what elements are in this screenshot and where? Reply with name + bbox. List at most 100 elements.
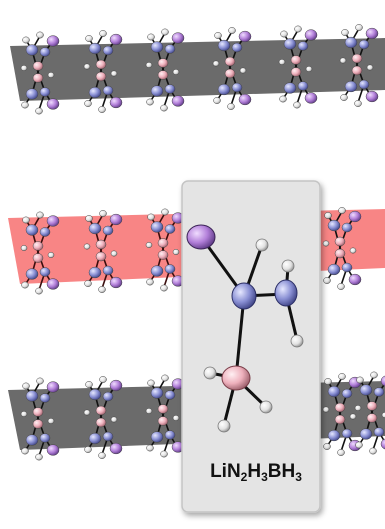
boron-atom — [366, 401, 378, 411]
nitrogen-atom — [341, 428, 353, 439]
hydrogen-atom — [290, 334, 304, 348]
nitrogen-atom — [327, 219, 341, 232]
hydrogen-atom — [370, 371, 378, 379]
hydrogen-atom — [172, 415, 180, 421]
nitrogen-atom — [164, 84, 176, 94]
hydrogen-atom — [83, 409, 91, 416]
lithium-atom — [109, 379, 123, 392]
hydrogen-atom — [145, 242, 153, 248]
nitrogen-atom — [358, 79, 370, 90]
boron-atom — [32, 419, 44, 429]
hydrogen-atom — [147, 379, 155, 387]
chemical-formula-label: LiN2H3BH3 — [210, 461, 302, 484]
hydrogen-atom — [22, 216, 30, 224]
boron-atom — [32, 241, 44, 251]
hydrogen-atom — [323, 443, 331, 450]
hydrogen-atom — [146, 444, 154, 452]
nitrogen-atom — [297, 41, 309, 51]
hydrogen-atom — [145, 408, 153, 414]
hydrogen-atom — [279, 95, 287, 103]
hydrogen-atom — [338, 207, 346, 214]
boron-atom — [224, 68, 236, 79]
boron-atom — [157, 238, 169, 248]
boron-atom — [32, 73, 44, 83]
hydrogen-atom — [161, 208, 169, 216]
boron-atom — [334, 236, 346, 247]
boron-atom — [334, 248, 346, 259]
lithium-atom — [304, 92, 318, 104]
hydrogen-atom — [21, 101, 29, 109]
hydrogen-atom — [228, 27, 236, 34]
hydrogen-atom — [83, 243, 91, 250]
nitrogen-atom — [164, 264, 176, 274]
lithium-atom — [109, 33, 123, 46]
lithium-atom — [348, 210, 362, 223]
hydrogen-atom — [36, 377, 44, 385]
hydrogen-atom — [35, 107, 43, 115]
boron-atom — [157, 70, 169, 80]
lithium-atom — [348, 273, 362, 286]
hydrogen-atom — [161, 28, 169, 36]
hydrogen-atom — [84, 280, 92, 287]
hydrogen-atom — [84, 100, 92, 107]
nitrogen-atom — [102, 225, 114, 236]
nitrogen-atom — [39, 267, 51, 277]
boron-atom — [32, 253, 44, 263]
boron-atom — [157, 416, 169, 426]
hydrogen-atom — [305, 66, 313, 72]
hydrogen-atom — [146, 98, 154, 106]
nitrogen-atom — [88, 42, 102, 55]
hydrogen-atom — [340, 94, 348, 101]
nitrogen-atom — [344, 36, 358, 49]
nitrogen-atom — [217, 39, 231, 52]
boron-atom — [95, 71, 107, 82]
hydrogen-atom — [349, 413, 357, 420]
hydrogen-atom — [35, 453, 43, 461]
nitrogen-atom — [88, 222, 102, 235]
hydrogen-atom — [110, 250, 118, 257]
lithium-atom — [46, 444, 60, 456]
boron-atom — [32, 61, 44, 71]
boron-atom — [334, 414, 346, 425]
nitrogen-atom — [164, 390, 176, 400]
nitrogen-atom — [359, 384, 373, 396]
nitrogen-atom — [150, 41, 164, 53]
hydrogen-atom — [217, 419, 231, 433]
nitrogen-atom — [327, 263, 341, 276]
boron-atom — [157, 250, 169, 260]
boron-atom — [95, 405, 107, 416]
hydrogen-atom — [341, 29, 349, 36]
hydrogen-atom — [366, 64, 374, 71]
hydrogen-atom — [355, 24, 363, 31]
boron-atom — [224, 56, 236, 67]
hydrogen-atom — [47, 252, 55, 258]
hydrogen-atom — [98, 286, 106, 293]
nitrogen-atom — [88, 388, 102, 401]
nitrogen-atom — [373, 387, 385, 397]
hydrogen-atom — [322, 406, 330, 413]
boron-atom — [221, 365, 251, 391]
nitrogen-atom — [359, 428, 373, 440]
hydrogen-atom — [36, 211, 44, 219]
nitrogen-atom — [39, 87, 51, 97]
nitrogen-atom — [25, 390, 39, 402]
hydrogen-atom — [110, 70, 118, 77]
hydrogen-atom — [354, 405, 362, 411]
hydrogen-atom — [294, 25, 302, 33]
hydrogen-atom — [22, 36, 30, 44]
hydrogen-atom — [354, 100, 362, 107]
nitrogen-atom — [164, 44, 176, 54]
nitrogen-atom — [283, 38, 297, 50]
nitrogen-atom — [231, 42, 243, 53]
hydrogen-atom — [22, 382, 30, 390]
nitrogen-atom — [150, 85, 164, 97]
hydrogen-atom — [85, 381, 93, 388]
bond-n-b — [234, 295, 246, 379]
hydrogen-atom — [172, 249, 180, 255]
lithium-atom — [380, 375, 385, 387]
boron-atom — [351, 53, 363, 64]
lithium-atom — [365, 27, 379, 40]
nitrogen-atom — [283, 82, 297, 94]
hydrogen-atom — [324, 212, 332, 219]
